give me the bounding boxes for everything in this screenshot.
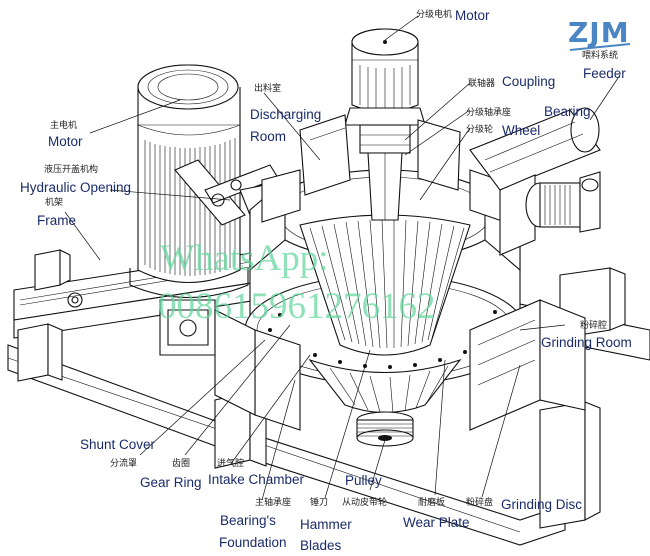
shunt-cover-cn: 分流罩 [110,457,137,469]
gear-ring-en: Gear Ring [140,475,202,490]
grinding-room-en: Grinding Room [541,335,632,350]
pulley-en: Pulley [345,473,382,488]
hammer-blades-cn: 锤刀 [310,496,328,508]
leader-lines [64,15,621,501]
logo-text: ZJM [568,16,630,49]
intake-chamber-en: Intake Chamber [208,472,305,487]
feeder-en: Feeder [583,66,626,81]
coupling-en: Coupling [502,74,555,89]
pulley-cn: 从动皮带轮 [342,496,387,508]
main-motor-en: Motor [48,134,83,149]
discharging-en1: Discharging [250,107,321,122]
classifier-motor [344,28,426,221]
motor-top-en: Motor [455,8,490,23]
bearing-foundation-en1: Bearing's [220,513,276,528]
watermark-line2: 008615961276162 [158,286,436,327]
bearing-foundation-en2: Foundation [219,535,287,550]
shunt-lines [329,365,449,414]
grinding-room-cn: 粉碎腔 [580,319,607,331]
grinder-housing [214,169,586,447]
wear-plate-cn: 耐磨板 [418,496,445,508]
bearing-cn: 分级轴承座 [466,106,511,118]
coupling-cn: 联轴器 [468,77,495,89]
wheel-cn: 分级轮 [466,123,493,135]
discharging-en2: Room [250,129,286,144]
hydraulic-en2: Frame [37,213,76,228]
shunt-cover-en: Shunt Cover [80,437,156,452]
hydraulic-en1: Hydraulic Opening [20,180,131,195]
frame-cn: 机架 [45,196,63,208]
pulley [356,411,414,447]
discharging-chute [299,114,461,196]
bearing-foundation-cn: 主轴承座 [255,496,291,508]
wheel-en: Wheel [502,123,540,138]
hammer-blades-en1: Hammer [300,517,352,532]
intake-chamber-cn: 进气腔 [217,457,244,469]
feeder-cn: 喂料系统 [582,49,618,61]
main-motor-cn: 主电机 [50,119,77,131]
hydraulic-cn: 液压开盖机构 [44,163,98,175]
grinding-disc-en: Grinding Disc [501,497,582,512]
wear-plate-en: Wear Plate [403,515,470,530]
bearing-en: Bearing [544,104,591,119]
grinding-disc-cn: 粉碎盘 [466,496,493,508]
zjm-logo: ZJM [568,16,631,51]
discharging-cn: 出料室 [254,82,281,94]
hammer-blades-en2: Blades [300,538,342,553]
feeder [469,107,601,256]
watermark-line1: WhatsApp: [160,238,329,279]
gear-ring-cn: 齿圈 [172,458,190,469]
labels: 分级电机 Motor 喂料系统 Feeder 主电机 Motor 出料室 Dis… [20,8,632,553]
whatsapp-watermark: WhatsApp: 008615961276162 [158,238,436,327]
motor-top-cn: 分级电机 [416,8,452,20]
classifier-ribs [309,219,465,349]
